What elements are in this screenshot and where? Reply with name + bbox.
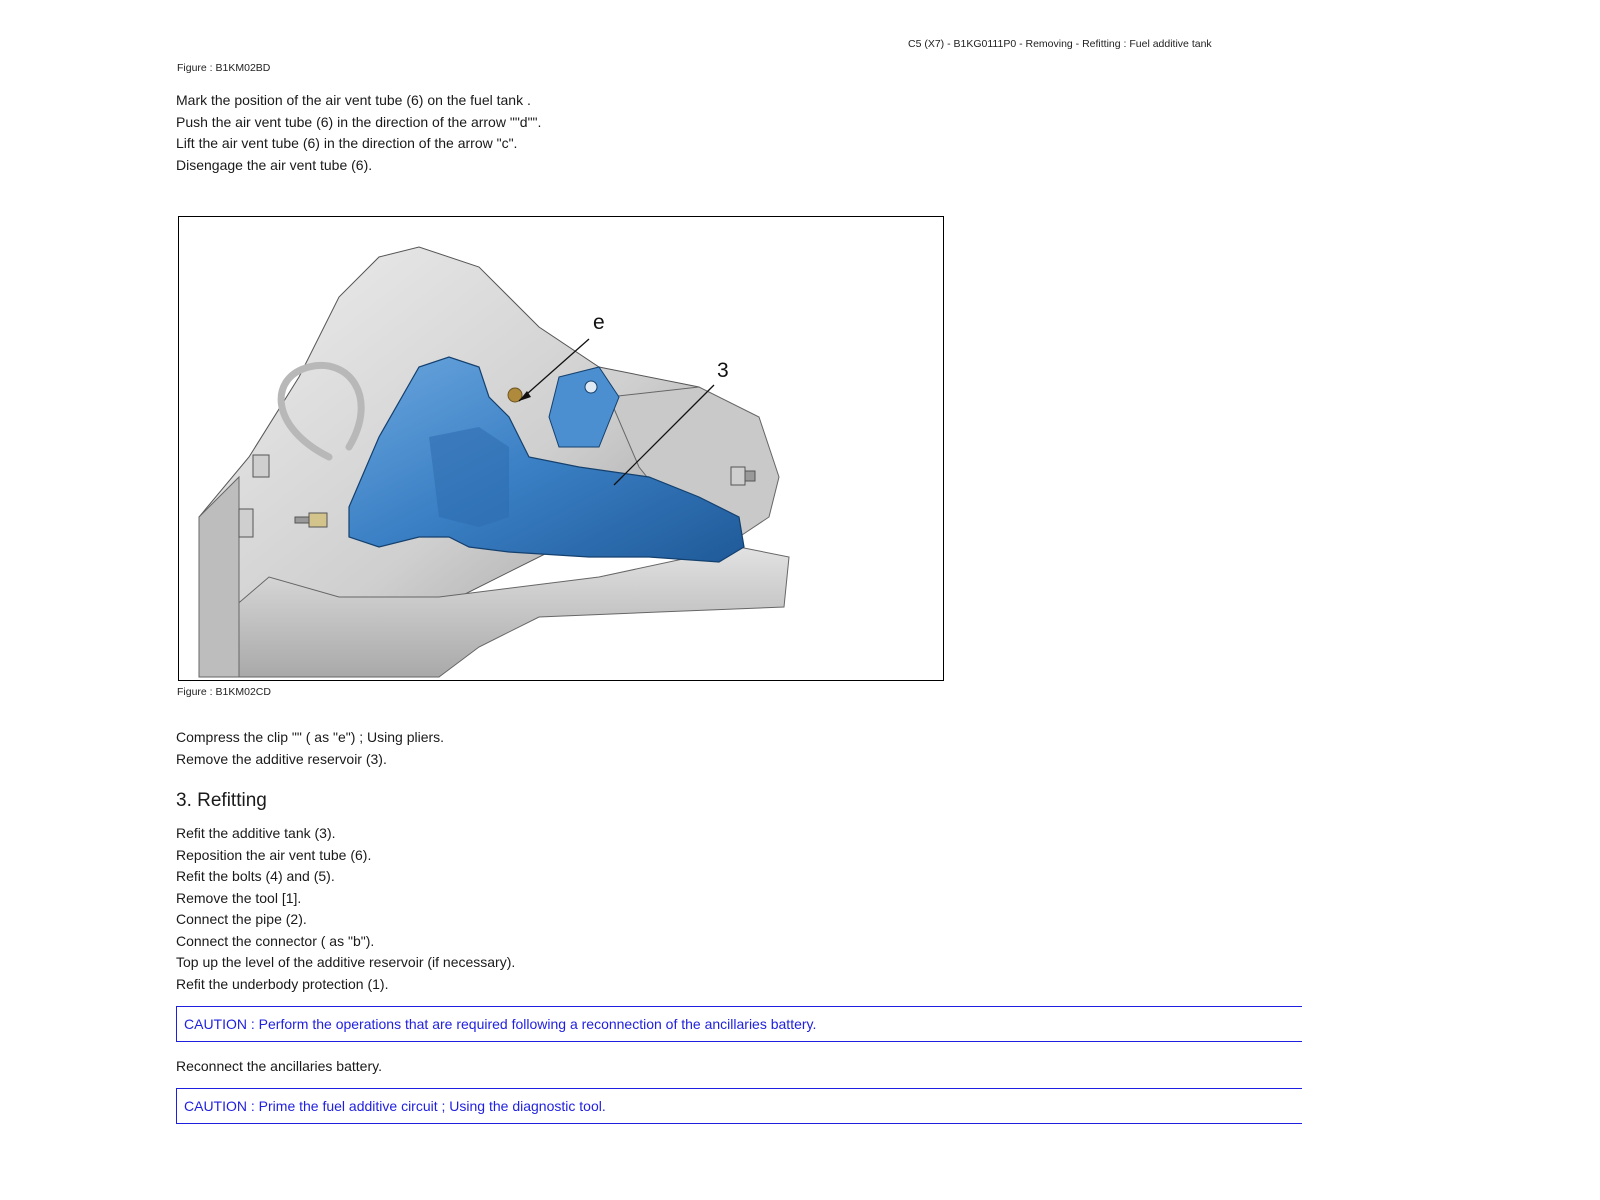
section-heading-refitting: 3. Refitting [176,790,267,811]
step-line: Push the air vent tube (6) in the direct… [176,113,542,130]
reservoir-bracket [548,366,620,448]
clip-e [507,387,523,403]
step-line: Reposition the air vent tube (6). [176,846,372,863]
right-fitting [730,466,756,486]
step-line: Disengage the air vent tube (6). [176,156,373,173]
step-line: Remove the tool [1]. [176,889,302,906]
caution-box-prime: CAUTION : Prime the fuel additive circui… [176,1088,1302,1124]
callout-label-e: e [593,311,605,334]
refitting-steps: Refit the additive tank (3). Reposition … [176,823,515,995]
step-line: Compress the clip "" ( as "e") ; Using p… [176,729,445,745]
fuel-tank-floor [198,546,790,678]
callout-line-e [518,338,590,402]
additive-reservoir-shading [429,427,509,527]
air-vent-steps: Mark the position of the air vent tube (… [176,90,541,176]
bracket-hole [584,380,598,394]
figure-caption-top: Figure : B1KM02BD [177,62,271,74]
step-line: Connect the pipe (2). [176,911,307,927]
callout-arrow-e [519,391,531,401]
step-line: Lift the air vent tube (6) in the direct… [176,135,518,151]
step-line: Refit the bolts (4) and (5). [176,868,335,884]
callout-label-3: 3 [717,359,729,382]
fuel-additive-tank-illustration: e 3 [198,246,790,678]
callout-line-3 [613,384,715,486]
air-vent-pipe [277,362,365,461]
step-line: Connect the connector ( as "b"). [176,932,375,949]
step-line: Refit the additive tank (3). [176,825,336,841]
figure-caption-main: Figure : B1KM02CD [177,686,271,698]
reconnect-battery-text: Reconnect the ancillaries battery. [176,1058,382,1074]
left-fitting [294,512,328,528]
figure-illustration: e 3 [178,216,944,681]
step-line: Remove the additive reservoir (3). [176,750,387,767]
caution-text: CAUTION : Prime the fuel additive circui… [184,1098,606,1114]
step-line: Top up the level of the additive reservo… [176,954,516,970]
fuel-tank-left-wall [198,475,240,678]
removal-steps: Compress the clip "" ( as "e") ; Using p… [176,727,444,770]
step-line: Refit the underbody protection (1). [176,975,389,992]
step-line: Mark the position of the air vent tube (… [176,92,531,108]
document-reference: C5 (X7) - B1KG0111P0 - Removing - Refitt… [908,38,1212,50]
left-connector [238,454,270,538]
caution-text: CAUTION : Perform the operations that ar… [184,1016,817,1032]
caution-box-battery: CAUTION : Perform the operations that ar… [176,1006,1302,1042]
